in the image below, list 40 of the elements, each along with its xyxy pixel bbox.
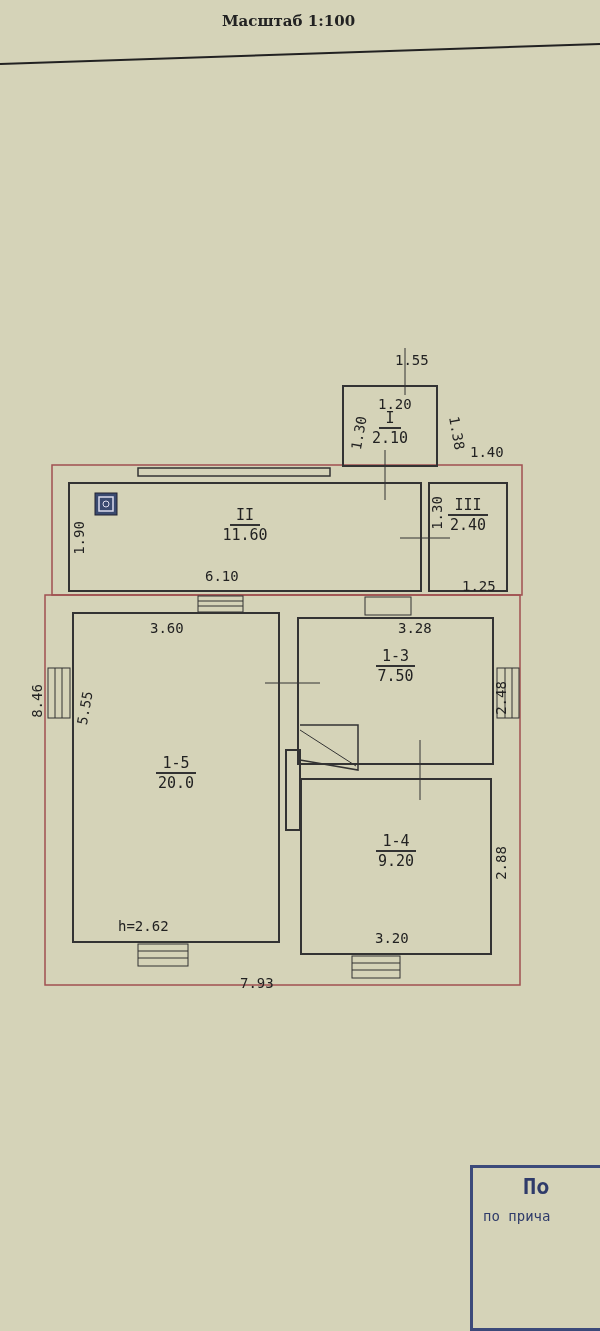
dimension-label: 3.28 (398, 620, 432, 636)
room-number: 1-4 (376, 832, 416, 852)
stamp-frame (470, 1165, 600, 1331)
dimension-label: 6.10 (205, 568, 239, 584)
dimension-label: 1.90 (70, 521, 87, 555)
room-outline (297, 617, 494, 765)
dimension-label: 1.30 (348, 415, 370, 451)
room-outline (428, 482, 508, 592)
room-area: 20.0 (157, 774, 195, 792)
scale-title: Масштаб 1:100 (222, 12, 356, 30)
dimension-label: 1.30 (428, 496, 445, 530)
room-outline (300, 778, 492, 955)
room-outline (68, 482, 422, 592)
stamp-heading: По (523, 1174, 550, 1199)
room-outline (72, 612, 280, 943)
dimension-label: 7.93 (240, 975, 274, 991)
dimension-label: 2.88 (492, 846, 509, 880)
room-number: III (448, 496, 488, 516)
room-number: I (379, 409, 401, 429)
dimension-label: 3.60 (150, 620, 184, 636)
room-area: 2.10 (371, 429, 409, 447)
dimension-label: 2.48 (492, 681, 509, 715)
room-area: 7.50 (377, 667, 414, 685)
room-area: 11.60 (222, 526, 268, 544)
room-number: 1-5 (156, 754, 196, 774)
dimension-label: h=2.62 (118, 918, 169, 934)
room-number: 1-3 (375, 647, 416, 667)
room-area: 2.40 (449, 516, 487, 534)
room-outline (342, 385, 438, 467)
dimension-label: 1.38 (446, 415, 468, 451)
room-number: II (229, 506, 261, 526)
room-area: 9.20 (377, 852, 415, 870)
dimension-label: 1.55 (395, 352, 429, 368)
dimension-label: 5.55 (74, 690, 96, 726)
dimension-label: 1.20 (378, 396, 412, 412)
stamp-text: по прича (483, 1208, 551, 1224)
dimension-label: 8.46 (28, 684, 45, 718)
dimension-label: 3.20 (375, 930, 409, 946)
dimension-label: 1.40 (470, 444, 504, 460)
dimension-label: 1.25 (462, 578, 496, 594)
